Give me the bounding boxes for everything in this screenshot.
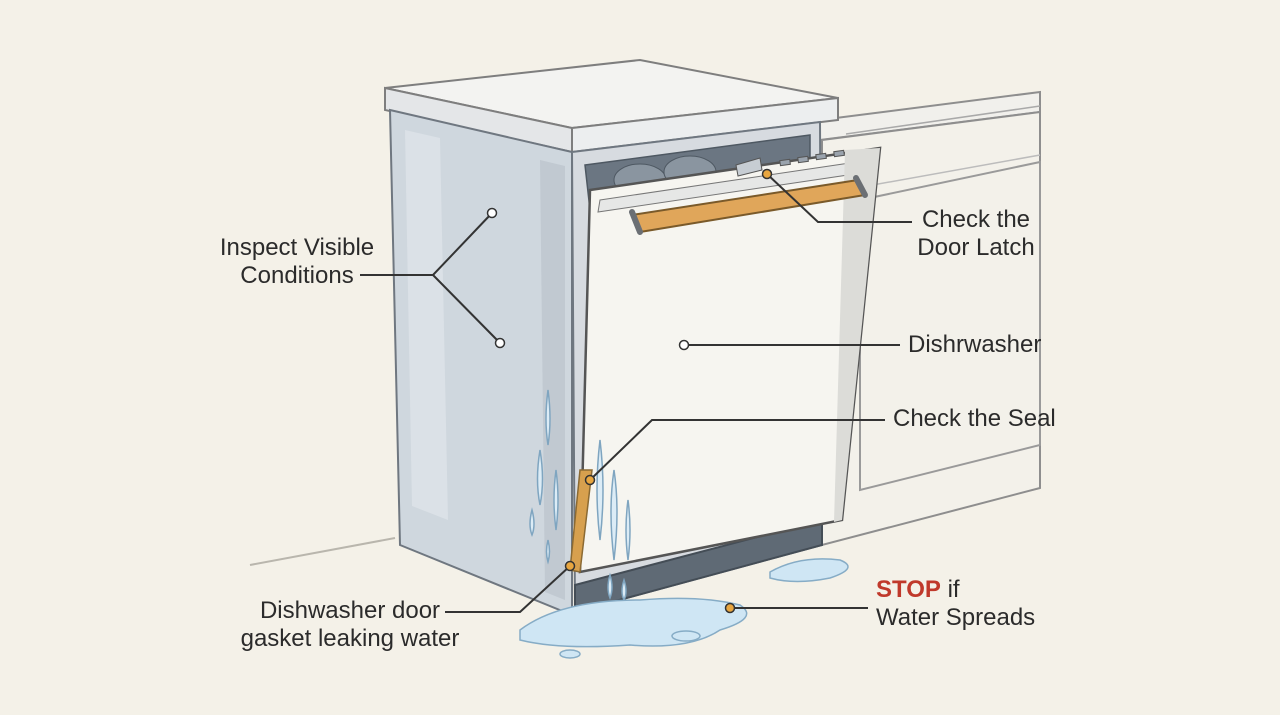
stop-word: STOP bbox=[876, 576, 941, 603]
kickplate bbox=[574, 518, 823, 614]
label-stop-line1: STOP if bbox=[876, 576, 1035, 604]
label-stop: STOP if Water Spreads bbox=[876, 576, 1035, 632]
dishwasher-door bbox=[578, 146, 882, 574]
gasket-leader bbox=[445, 565, 571, 613]
door-handle bbox=[629, 175, 868, 235]
gasket-dot bbox=[564, 560, 576, 572]
stop-suffix: if bbox=[940, 576, 960, 603]
water-drips bbox=[529, 389, 631, 602]
seal-dot bbox=[584, 474, 596, 486]
callout-dots bbox=[486, 168, 773, 614]
door-gasket bbox=[569, 469, 593, 573]
stop-dot bbox=[724, 602, 736, 614]
dishwasher-dot bbox=[678, 339, 690, 351]
inspect-leader-2 bbox=[432, 274, 501, 344]
floor-line bbox=[249, 537, 396, 566]
inspect-dot-1 bbox=[486, 207, 498, 219]
latch-dot bbox=[761, 168, 773, 180]
callout-lines bbox=[360, 173, 912, 613]
cabinet-side-panel bbox=[388, 108, 573, 617]
latch-leader bbox=[766, 173, 912, 223]
label-gasket-line1: Dishwasher door bbox=[259, 597, 441, 624]
label-latch-line2: Door Latch bbox=[917, 234, 1035, 261]
water-puddles bbox=[519, 558, 849, 659]
label-stop-line2: Water Spreads bbox=[876, 604, 1036, 631]
label-latch-line1: Check the bbox=[921, 206, 1031, 233]
label-inspect-line2: Conditions bbox=[240, 262, 354, 289]
inspect-dot-2 bbox=[494, 337, 506, 349]
label-seal: Check the Seal bbox=[893, 405, 1056, 432]
label-gasket-line2: gasket leaking water bbox=[240, 625, 460, 652]
seal-leader bbox=[589, 419, 885, 481]
label-inspect-line1: Inspect Visible bbox=[219, 234, 375, 261]
label-inspect: Inspect Visible Conditions bbox=[212, 234, 382, 290]
label-latch: Check the Door Latch bbox=[914, 206, 1038, 262]
label-dishwasher: Dishrwasher bbox=[908, 331, 1042, 358]
label-gasket: Dishwasher door gasket leaking water bbox=[234, 597, 466, 653]
